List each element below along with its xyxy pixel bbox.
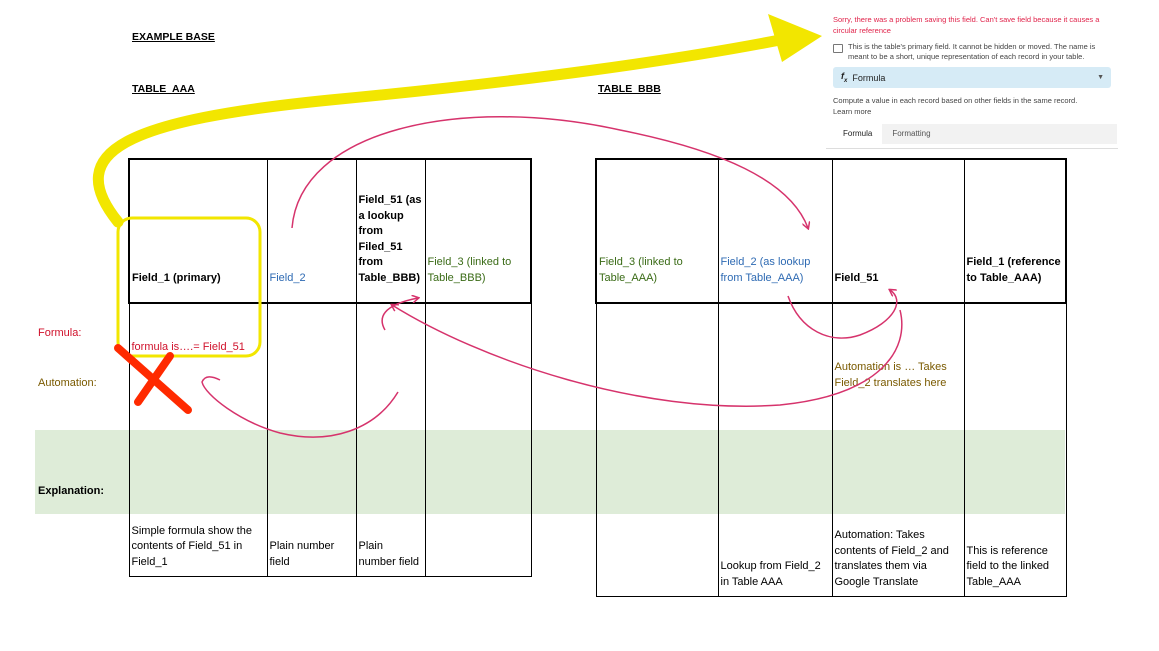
table-aaa-title: TABLE_AAA [132,83,195,95]
yellow-arrow-head [768,14,822,62]
field-type-description: Compute a value in each record based on … [833,96,1078,105]
bbb-header-field-1: Field_1 (reference to Table_AAA) [963,158,1067,304]
bbb-mid-cell [717,303,833,508]
popup-divider [826,148,1118,149]
table-bbb-title: TABLE_BBB [598,83,661,95]
tab-formula[interactable]: Formula [833,124,883,144]
field-config-popup: Sorry, there was a problem saving this f… [826,10,1118,152]
row-label-explanation: Explanation: [38,485,105,497]
bbb-automation-cell: Automation is … Takes Field_2 translates… [831,303,965,508]
bbb-header-field-2: Field_2 (as lookup from Table_AAA) [717,158,833,304]
bbb-header-field-51: Field_51 [831,158,965,304]
aaa-formula-cell: formula is….= Field_51 [128,303,268,488]
row-label-automation: Automation: [38,377,97,389]
learn-more-link[interactable]: Learn more [833,107,872,116]
aaa-explanation-field-51: Plain number field [355,488,426,577]
aaa-header-field-51: Field_51 (as a lookup from Filed_51 from… [355,158,426,304]
aaa-header-field-3: Field_3 (linked to Table_BBB) [424,158,532,304]
aaa-explanation-field-3 [424,488,532,577]
bbb-explanation-field-3 [595,508,719,597]
aaa-header-field-2: Field_2 [266,158,357,304]
aaa-explanation-field-1: Simple formula show the contents of Fiel… [128,488,268,577]
bbb-explanation-field-51: Automation: Takes contents of Field_2 an… [831,508,965,597]
bbb-explanation-field-2: Lookup from Field_2 in Table AAA [717,508,833,597]
formula-icon: fx [841,71,848,84]
primary-field-note: This is the table's primary field. It ca… [848,42,1096,61]
popup-tabs: Formula Formatting [833,124,1117,144]
bbb-mid-cell [595,303,719,508]
aaa-explanation-field-2: Plain number field [266,488,357,577]
table-bbb: Field_3 (linked to Table_AAA) Field_2 (a… [595,158,1067,597]
aaa-header-field-1: Field_1 (primary) [128,158,268,304]
bbb-header-field-3: Field_3 (linked to Table_AAA) [595,158,719,304]
aaa-mid-cell [424,303,532,488]
table-aaa: Field_1 (primary) Field_2 Field_51 (as a… [128,158,532,577]
field-type-select[interactable]: fx Formula ▼ [833,67,1111,88]
lock-icon [833,44,843,53]
chevron-down-icon: ▼ [1097,74,1104,81]
bbb-mid-cell [963,303,1067,508]
field-type-value: Formula [852,72,886,83]
aaa-mid-cell [266,303,357,488]
aaa-mid-cell [355,303,426,488]
tab-formatting[interactable]: Formatting [892,129,931,138]
base-title: EXAMPLE BASE [132,31,215,43]
row-label-formula: Formula: [38,327,82,339]
circular-reference-error: Sorry, there was a problem saving this f… [833,15,1100,35]
bbb-explanation-field-1: This is reference field to the linked Ta… [963,508,1067,597]
